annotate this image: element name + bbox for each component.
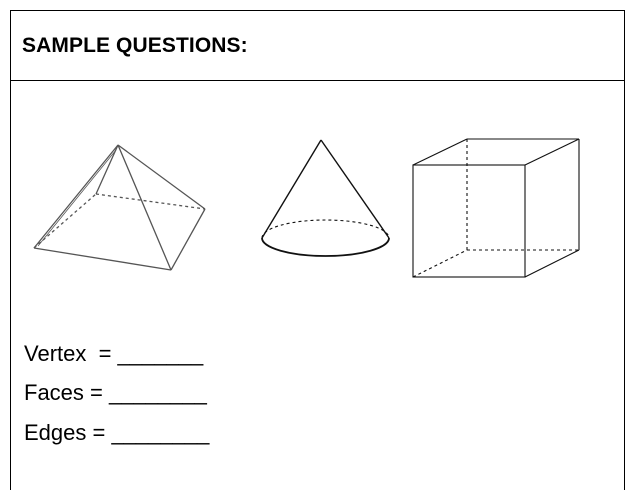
cone-icon	[261, 139, 390, 257]
edges-question: Edges = ________	[24, 420, 210, 445]
vertex-question: Vertex = _______	[24, 341, 204, 366]
panel-header: SAMPLE QUESTIONS:	[11, 11, 624, 81]
question-panel: SAMPLE QUESTIONS:	[10, 10, 625, 490]
faces-question: Faces = ________	[24, 380, 207, 405]
cube-icon	[412, 138, 580, 278]
square-pyramid-icon	[33, 144, 206, 271]
panel-title: SAMPLE QUESTIONS:	[22, 34, 248, 57]
